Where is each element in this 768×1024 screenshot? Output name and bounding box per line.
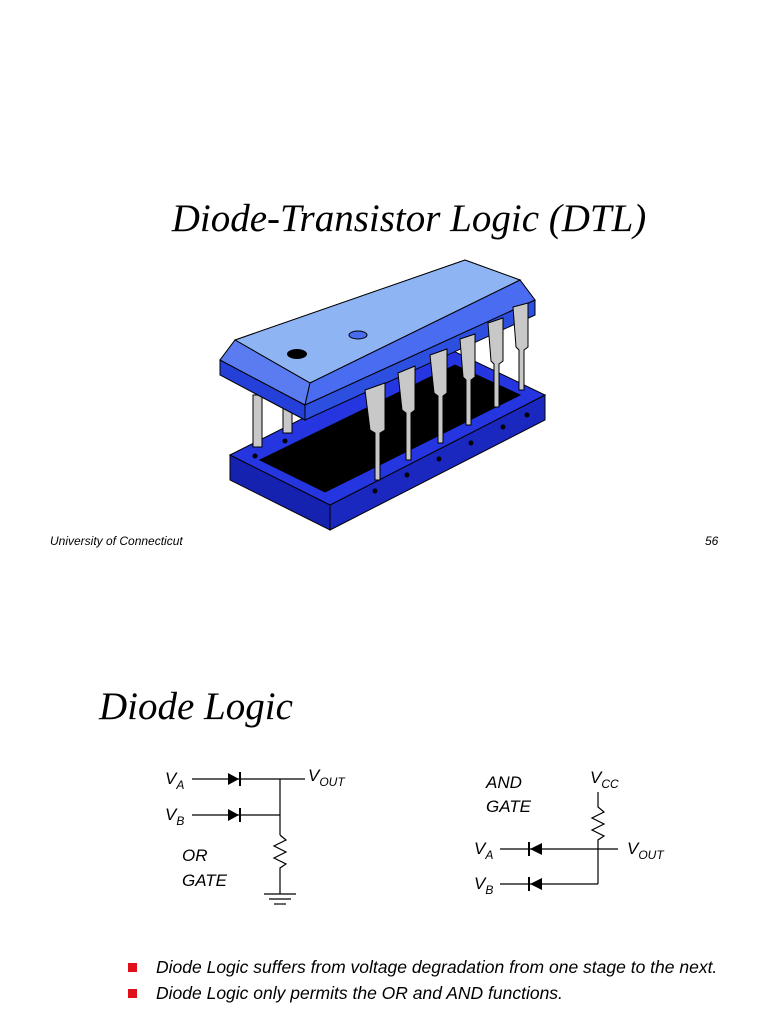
or-vb-label: VB bbox=[165, 805, 184, 828]
bullet-square-icon bbox=[128, 989, 137, 998]
and-gate-circuit: AND GATE VCC VA VB VOUT bbox=[474, 768, 665, 897]
footer-institution: University of Connecticut bbox=[50, 534, 183, 548]
and-vcc-label: VCC bbox=[590, 768, 619, 791]
bullet-item: Diode Logic only permits the OR and AND … bbox=[128, 982, 718, 1005]
or-gate-label-2: GATE bbox=[182, 871, 228, 890]
and-gate-label-1: AND bbox=[485, 773, 522, 792]
slide-title-dtl: Diode-Transistor Logic (DTL) bbox=[171, 197, 647, 240]
or-gate-label-1: OR bbox=[182, 846, 208, 865]
and-vb-label: VB bbox=[474, 874, 493, 897]
bullet-list: Diode Logic suffers from voltage degrada… bbox=[128, 956, 718, 1008]
or-gate-circuit: VA VB VOUT OR GATE bbox=[165, 766, 346, 905]
or-vout-label: VOUT bbox=[308, 766, 346, 789]
ic-chip-illustration bbox=[219, 259, 547, 531]
and-vout-label: VOUT bbox=[627, 839, 665, 862]
bullet-square-icon bbox=[128, 963, 137, 972]
footer-page-number: 56 bbox=[705, 534, 719, 548]
and-va-label: VA bbox=[474, 839, 493, 862]
and-gate-label-2: GATE bbox=[486, 797, 532, 816]
bullet-item: Diode Logic suffers from voltage degrada… bbox=[128, 956, 718, 979]
or-va-label: VA bbox=[165, 769, 184, 792]
slide-title-diode-logic: Diode Logic bbox=[99, 685, 293, 728]
